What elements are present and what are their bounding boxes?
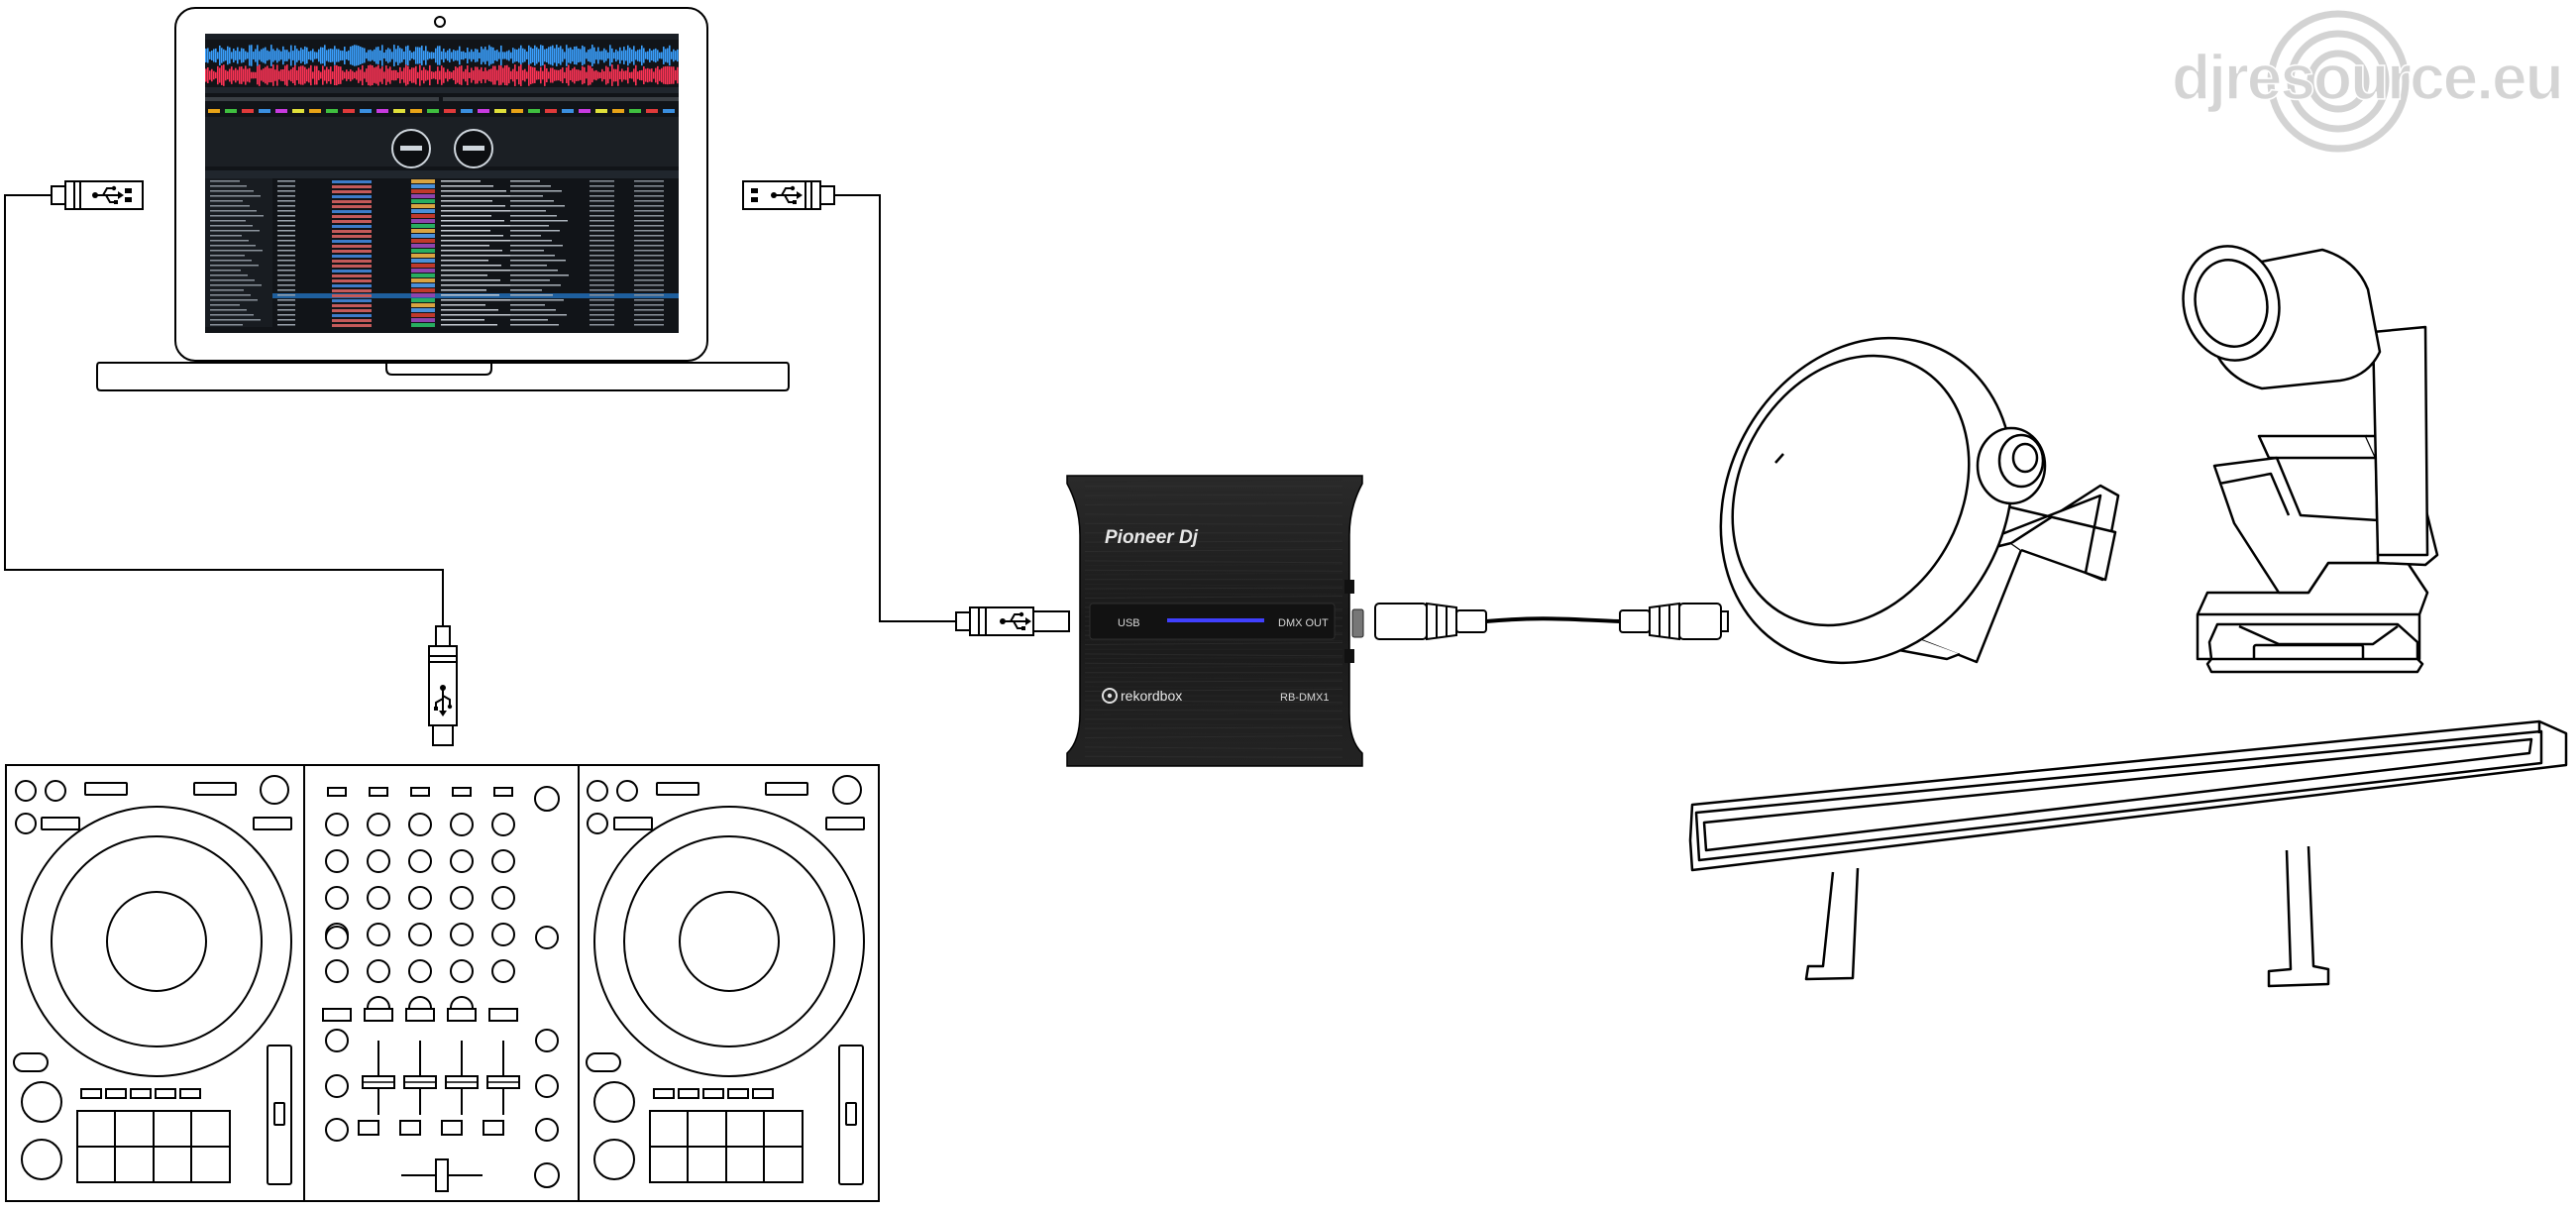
led-bar-light [1688,719,2568,988]
usb-plug-left [51,180,144,210]
rekordbox-logo-text: rekordbox [1121,688,1182,704]
webcam-icon [434,16,446,28]
moving-head-light [2182,245,2439,674]
usb-plug-right [742,180,835,210]
laptop [96,7,790,391]
waveform-deck-1 [205,45,679,66]
deck-right [586,775,865,1185]
watermark-text: djresource.eu [2172,42,2562,113]
cable-dmx [1485,616,1621,623]
mixer-section [322,786,560,1192]
hot-cue-strip [208,109,675,113]
brand-logo-text: Pioneer Dj [1105,527,1199,548]
dj-controller [5,764,880,1202]
laptop-screen-dj-software [205,34,679,333]
rb-dmx1-interface: Pioneer Dj USB DMX OUT rekordbox RB-DMX1 [1066,475,1364,767]
model-label: RB-DMX1 [1280,692,1330,704]
rekordbox-disc-icon [1102,688,1118,704]
usb-plug-controller [428,625,458,746]
status-led [1167,618,1264,622]
deck-left [13,775,292,1185]
cable-laptop-to-interface [834,194,956,622]
usb-port-label: USB [1118,617,1140,629]
waveform-deck-2 [205,64,679,86]
cables [4,194,1621,626]
dmx-out-port-label: DMX OUT [1278,617,1329,629]
usb-plug-interface [955,606,1070,636]
track-list [210,179,679,327]
xlr-plug-left [1374,602,1487,641]
watermark: djresource.eu [2171,10,2564,153]
watermark-rings-icon [2267,10,2410,153]
par-light [1719,336,2120,665]
xlr-plug-right [1619,602,1729,641]
cable-laptop-to-controller [4,194,444,626]
